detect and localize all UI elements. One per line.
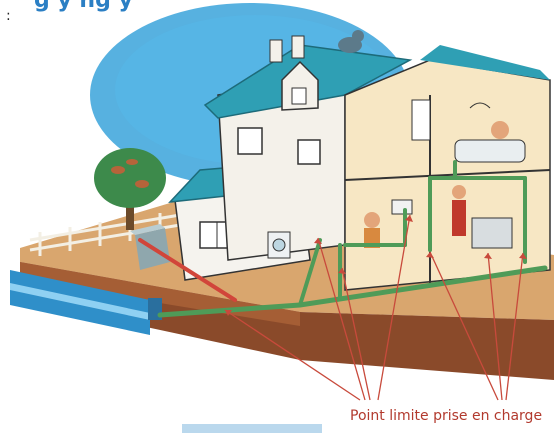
limit-point-caption: Point limite prise en charge — [350, 408, 542, 424]
bottom-strip — [182, 424, 322, 433]
